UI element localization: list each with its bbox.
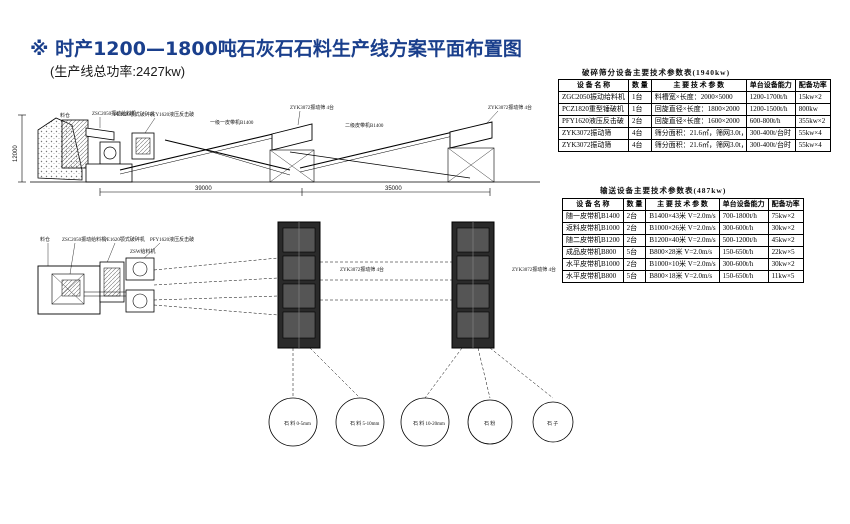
label-conveyor2: 二级皮带机B1400 [345,122,384,129]
plan-label-screen1: ZYK3072振动筛 4台 [340,266,384,273]
return-conveyor [164,139,291,171]
screen-1 [271,123,313,151]
col-qty: 数 量 [622,198,647,211]
col-qty: 数 量 [628,79,652,92]
plan-label-discharge: ZSW给料机 [130,248,156,255]
stockpile-2: 石 料 5-10mm [335,397,385,447]
col-power: 配备功率 [794,79,831,92]
svg-text:石 料 10-20mm: 石 料 10-20mm [413,420,445,427]
crushing-table-caption: 破碎筛分设备主要技术参数表(1940kw) [582,68,731,77]
label-hopper: 料仓 [60,112,70,119]
crushing-equipment-table: 设 备 名 称 数 量 主 要 技 术 参 数 单台设备能力 配备功率 ZGC2… [558,79,831,152]
table-row: ZYK3072振动筛4台筛分面积：21.6㎡，筛网3.0t，双振幅8-9300-… [558,127,831,140]
plan-label-jaw: PE1620颚式破碎机 [104,236,145,243]
label-screen1: ZYK3072振动筛 4台 [290,104,334,111]
label-impact: PFY1620液压反击破 [150,111,194,118]
plan-view: 料仓 ZSC2050振动给料机 PE1620颚式破碎机 PFY1620液压反击破… [37,221,574,447]
label-screen2: ZYK3072振动筛 4台 [488,104,532,111]
col-capacity: 单台设备能力 [745,79,796,92]
conveyor-2 [299,127,471,169]
plan-label-impact: PFY1620液压反击破 [150,236,194,243]
hopper-structure [61,119,89,169]
page-title: ※ 时产1200—1800吨石灰石石料生产线方案平面布置图 [30,38,522,60]
svg-text:石 料 5-10mm: 石 料 5-10mm [350,420,380,427]
stockpile-5: 石 子 [532,401,574,443]
svg-text:石 子: 石 子 [547,420,558,427]
svg-text:石 料 0-5mm: 石 料 0-5mm [284,420,311,427]
page-subtitle: (生产线总功率:2427kw) [50,64,186,79]
table-header-row: 设 备 名 称 数 量 主 要 技 术 参 数 单台设备能力 配备功率 [562,198,804,211]
col-name: 设 备 名 称 [562,198,624,211]
screen-2 [449,121,493,149]
jaw-crusher [99,141,121,165]
col-power: 配备功率 [767,198,804,211]
plan-label-hopper: 料仓 [40,236,50,243]
dimension-left: 39000 [195,186,212,192]
plan-impact-crusher-1 [125,257,155,281]
conveyor-equipment-table: 设 备 名 称 数 量 主 要 技 术 参 数 单台设备能力 配备功率 随一皮带… [562,198,804,283]
plan-screen-group-1 [277,221,321,349]
plan-label-screen2: ZYK3072振动筛 4台 [512,266,556,273]
col-params: 主 要 技 术 参 数 [645,198,720,211]
svg-text:石 粉: 石 粉 [484,420,495,427]
dimension-right: 35000 [385,186,402,192]
stockpile-4: 石 粉 [467,399,513,445]
plan-label-feeder: ZSC2050振动给料机 [62,236,106,243]
plan-impact-crusher-2 [125,289,155,313]
conveyor-table-caption: 输送设备主要技术参数表(487kw) [600,186,727,195]
stockpile-1: 石 料 0-5mm [268,397,318,447]
label-conveyor1: 一级一皮带机B1400 [210,119,254,126]
table-row: ZYK3072振动筛4台筛分面积：21.6㎡，筛网3.0t，双振幅8-9300-… [558,139,831,152]
label-feeder: ZSC2050振动给料机 [92,110,136,117]
table-header-row: 设 备 名 称 数 量 主 要 技 术 参 数 单台设备能力 配备功率 [558,79,831,92]
col-params: 主 要 技 术 参 数 [650,79,747,92]
feeder-machine [85,127,115,141]
stockpile-3: 石 料 10-20mm [400,397,450,447]
height-dimension: 12000 [13,145,19,162]
label-jaw: PE1620颚式破碎机 [114,111,155,118]
plan-screen-group-2 [451,221,495,349]
col-name: 设 备 名 称 [558,79,629,92]
elevation-view: 12000 料仓 ZSC2050振动给料机 PE1620颚式破碎机 PFY162… [13,104,540,196]
col-capacity: 单台设备能力 [718,198,769,211]
